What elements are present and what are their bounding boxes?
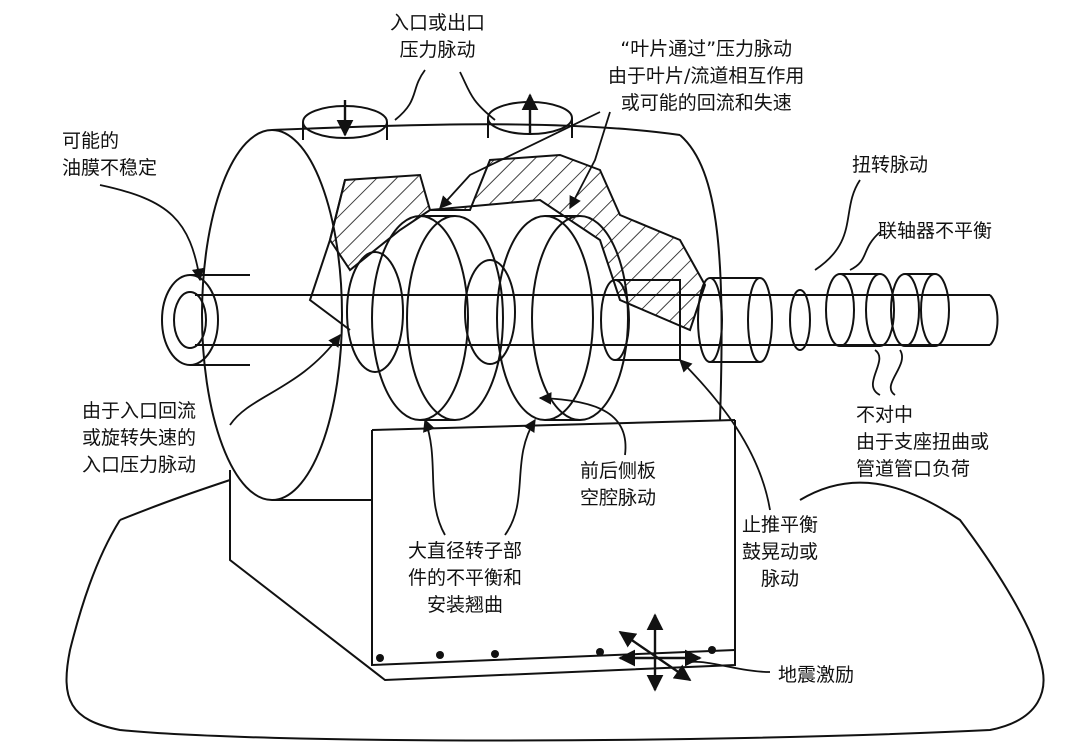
coupling-hub-1 [825,273,855,347]
impeller-1-back [346,251,404,373]
label-line: 地震激励 [778,664,855,686]
label-line: 大直径转子部 [408,540,523,562]
label-line: 入口压力脉动 [82,454,197,476]
coupling-ring [789,289,811,351]
leader-lines [99,69,903,673]
casing-top [271,123,681,136]
label-line: 鼓晃动或 [742,541,819,563]
label-line: 压力脉动 [399,39,476,61]
right-seal [697,277,723,363]
label-line: 由于叶片/流道相互作用 [608,65,805,87]
ground-left [119,479,231,521]
impeller-2-back [464,259,516,365]
label-line: 止推平衡 [742,514,819,536]
balance-drum [615,279,681,361]
label-line: 件的不平衡和 [408,567,523,589]
label-line: 空腔脉动 [580,487,657,509]
label-line: 前后侧板 [580,460,657,482]
base-frame [229,420,736,682]
coupling-hub-2 [890,273,920,347]
label-line: 联轴器不平衡 [878,220,993,242]
label-misalignment: 不对中 由于支座扭曲或 管道管口负荷 [856,402,989,483]
label-line: 入口或出口 [390,12,486,34]
label-line: 脉动 [761,568,800,590]
label-line: 安装翘曲 [427,594,504,616]
label-torsional-pulsation: 扭转脉动 [852,152,928,179]
label-inlet-outlet-pulsation: 入口或出口 压力脉动 [390,10,485,64]
label-oil-film-instability: 可能的 油膜不稳定 [62,128,157,182]
label-inlet-recirculation: 由于入口回流 或旋转失速的 入口压力脉动 [82,398,196,479]
label-line: 不对中 [856,404,914,426]
left-bearing [161,274,219,366]
label-line: 或旋转失速的 [82,427,197,449]
label-coupling-unbalance: 联轴器不平衡 [878,218,992,245]
casing-left-end [201,129,343,501]
label-line: 扭转脉动 [852,154,929,176]
label-line: 由于支座扭曲或 [856,431,990,453]
label-line: 油膜不稳定 [62,157,158,179]
label-thrust-balance: 止推平衡 鼓晃动或 脉动 [742,512,818,593]
casing-cutaway [328,153,707,332]
base-bolts [376,646,716,662]
label-sideplate-cavity: 前后侧板 空腔脉动 [580,458,656,512]
base-inner [371,430,736,667]
label-line: 管道管口负荷 [856,458,971,480]
label-blade-passing-pulsation: “叶片通过”压力脉动 由于叶片/流道相互作用 或可能的回流和失速 [608,36,804,117]
label-line: 或可能的回流和失速 [620,92,792,114]
label-line: “叶片通过”压力脉动 [620,38,793,60]
label-seismic-excitation: 地震激励 [778,662,854,689]
ground-outline [65,481,1045,742]
label-rotor-unbalance: 大直径转子部 件的不平衡和 安装翘曲 [408,538,522,619]
label-line: 由于入口回流 [82,400,197,422]
label-line: 可能的 [62,130,120,152]
